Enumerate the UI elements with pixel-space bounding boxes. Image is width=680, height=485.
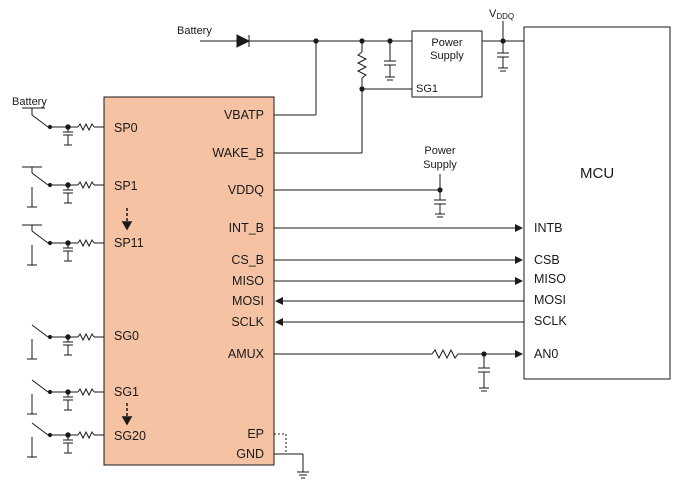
- power-supply-mid-line2: Supply: [423, 159, 457, 171]
- pin-mosi: MOSI: [232, 294, 264, 308]
- pin-int-b: INT_B: [228, 221, 264, 235]
- power-supply-box: [411, 30, 483, 98]
- pin-miso: MISO: [232, 274, 264, 288]
- diode-symbol: [236, 34, 251, 48]
- mcu-pin-miso: MISO: [534, 272, 566, 286]
- power-supply-sg1-pin: SG1: [416, 83, 439, 95]
- pin-gnd: GND: [236, 447, 264, 461]
- pullup-resistor: [356, 51, 368, 79]
- mcu-pin-an0: AN0: [534, 347, 559, 361]
- amux-resistor: [431, 348, 459, 360]
- pin-sg0: SG0: [114, 329, 140, 343]
- pin-vbatp: VBATP: [223, 108, 264, 122]
- pin-vddq: VDDQ: [227, 183, 264, 197]
- battery-label-top: Battery: [177, 25, 212, 37]
- power-supply-mid-line1: Power: [424, 145, 456, 157]
- mcu-pin-sclk: SCLK: [534, 314, 567, 328]
- pin-cs-b: CS_B: [231, 253, 264, 267]
- pin-sp0: SP0: [114, 121, 138, 135]
- power-supply-top-line2: Supply: [430, 50, 464, 62]
- chip-body: [103, 96, 275, 466]
- vddq-label: VDDQ: [489, 8, 515, 21]
- pin-ep: EP: [247, 427, 264, 441]
- mcu-pin-mosi: MOSI: [534, 293, 566, 307]
- power-supply-mid-label: Power Supply: [405, 144, 475, 172]
- mcu-title: MCU: [580, 165, 615, 182]
- pin-sp11: SP11: [114, 236, 144, 250]
- pin-amux: AMUX: [227, 347, 264, 361]
- power-supply-top-label: Power Supply: [412, 37, 482, 63]
- pin-sp1: SP1: [114, 179, 138, 193]
- power-supply-top-line1: Power: [431, 37, 463, 49]
- pin-sclk: SCLK: [231, 315, 264, 329]
- battery-label-left: Battery: [12, 96, 47, 108]
- mcu-box: [523, 26, 671, 380]
- mcu-pin-intb: INTB: [534, 221, 563, 235]
- pin-sg20: SG20: [114, 429, 146, 443]
- mcu-pin-csb: CSB: [534, 253, 560, 267]
- pin-sg1: SG1: [114, 385, 140, 399]
- pin-wake-b: WAKE_B: [212, 146, 264, 160]
